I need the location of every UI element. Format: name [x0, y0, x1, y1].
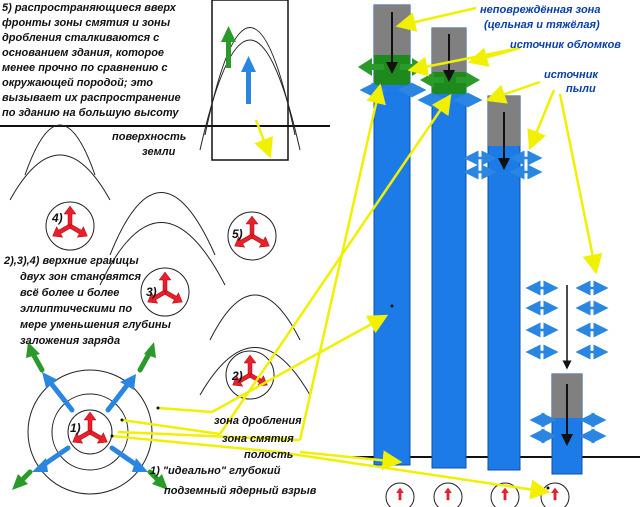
stage5-note-line-3: дробления сталкиваются с	[2, 32, 159, 44]
zone-crumple-label: зона смятия	[222, 433, 294, 445]
cavity-label: полость	[244, 449, 293, 461]
parabola-fronts	[9, 27, 311, 396]
surface-label-line-2: земли	[142, 146, 176, 158]
stage-number-3: 3)	[146, 285, 157, 299]
stages-note: 2),3),4) верхние границы двух зон станов…	[3, 255, 171, 347]
leader-lines	[111, 6, 603, 500]
dust-source-line-1: источник	[544, 69, 599, 81]
stage5-note: 5) распространяющиеся вверх фронты зоны …	[2, 2, 181, 119]
explosion-icons	[52, 205, 559, 501]
stage1-note-line-2: подземный ядерный взрыв	[164, 485, 317, 497]
explosion-icon-b2	[444, 487, 452, 501]
stage-number-4: 4)	[51, 211, 63, 225]
zone-dots	[110, 304, 550, 490]
surface-label: поверхность земли	[112, 131, 186, 158]
explosion-icon-b4	[551, 487, 559, 501]
stage5-note-line-2: фронты зоны смятия и зоны	[2, 17, 171, 29]
dust-arrows	[359, 82, 609, 444]
stage1-outward-arrows	[12, 342, 168, 490]
stage-number-1: 1)	[70, 421, 81, 435]
explosion-icon-3	[147, 271, 183, 304]
column-4	[551, 285, 583, 475]
explosion-icon-4	[52, 205, 88, 238]
stage5-note-line-6: окружающей породой; это	[2, 77, 153, 89]
dust-source-line-2: пыли	[566, 83, 596, 95]
stage5-note-line-4: основанием здания, которое	[2, 47, 164, 59]
explosion-icon-b3	[501, 487, 509, 501]
stages-note-line-2: двух зон становятся	[20, 271, 141, 283]
explosion-icon-5	[234, 215, 270, 248]
stage-number-5: 5)	[232, 227, 243, 241]
surface-label-line-1: поверхность	[112, 131, 186, 143]
intact-zone-label: неповреждённая зона (цельная и тяжёлая)	[480, 4, 600, 31]
column-2	[431, 27, 467, 469]
stage1-note: 1) "идеально" глубокий подземный ядерный…	[150, 465, 317, 497]
column-1	[373, 4, 411, 466]
stages-note-line-3: всё более и более	[20, 287, 119, 299]
building-outline	[211, 0, 289, 161]
debris-source-label: источник обломков	[510, 39, 621, 51]
stage5-note-line-8: по зданию на большую высоту	[2, 107, 179, 119]
stage5-note-line-5: менее прочно по сравнению с	[2, 62, 168, 74]
stages-note-line-6: заложения заряда	[20, 335, 120, 347]
stages-note-line-4: эллиптическими по	[20, 303, 132, 315]
stage5-note-line-7: вызывает их распространение	[2, 92, 181, 104]
intact-zone-line-1: неповреждённая зона	[480, 4, 600, 16]
zone-crush-label: зона дробления	[214, 415, 302, 427]
stage5-up-arrows	[221, 26, 256, 104]
explosion-icon-1	[72, 411, 108, 444]
column-3	[487, 95, 521, 471]
stage5-note-line-1: 5) распространяющиеся вверх	[2, 2, 177, 14]
intact-zone-line-2: (цельная и тяжёлая)	[484, 19, 600, 31]
stages-note-line-1: 2),3),4) верхние границы	[3, 255, 139, 267]
dust-source-label: источник пыли	[544, 69, 599, 95]
explosion-icon-b1	[396, 487, 404, 501]
stage1-note-line-1: 1) "идеально" глубокий	[150, 465, 281, 477]
stage-number-2: 2)	[231, 369, 243, 383]
stages-note-line-5: мере уменьшения глубины	[20, 319, 171, 331]
